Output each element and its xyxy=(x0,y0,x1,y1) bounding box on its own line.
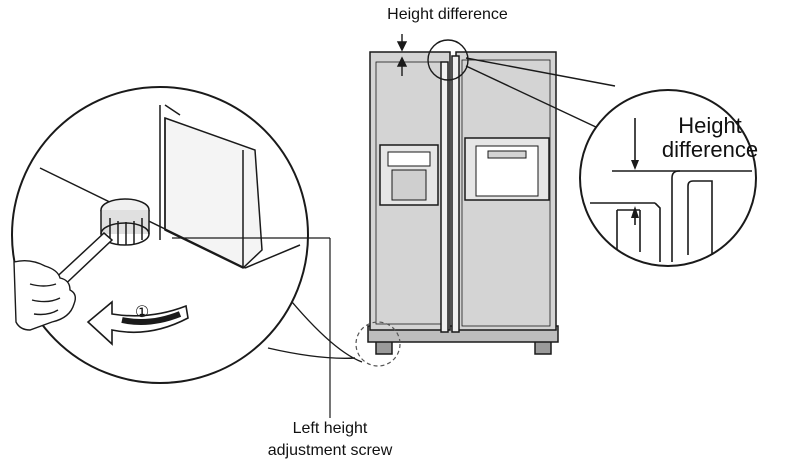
zoom-difference-label: difference xyxy=(661,137,759,162)
dispenser-panel xyxy=(387,151,431,167)
right-door-inner xyxy=(461,59,551,327)
screw-label-line2: adjustment screw xyxy=(267,442,393,459)
refrigerator xyxy=(367,51,559,355)
height-difference-arrows xyxy=(396,34,408,76)
top-hinge-callout xyxy=(427,39,616,129)
step-marker: ① xyxy=(134,304,150,321)
screw-label-line1: Left height xyxy=(292,420,368,437)
zoom-height-label: Height xyxy=(678,113,742,138)
lower-left-highlight-circle xyxy=(355,321,401,367)
dispenser-recess xyxy=(391,169,427,201)
hand-icon xyxy=(13,259,77,331)
home-bar-handle xyxy=(487,150,527,159)
rotation-arrow-icon xyxy=(86,300,189,346)
right-handle xyxy=(451,55,460,333)
screw-zoom xyxy=(11,86,309,384)
height-difference-label: Height difference xyxy=(387,6,508,23)
left-handle xyxy=(440,61,449,333)
height-difference-zoom xyxy=(579,89,757,267)
